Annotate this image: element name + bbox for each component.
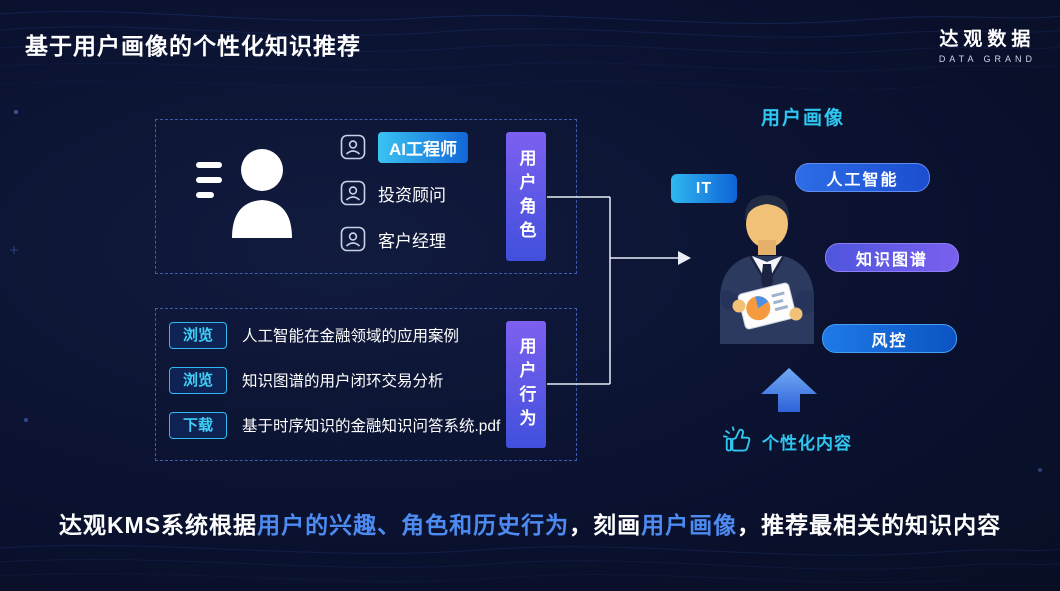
user-behavior-vertical-label: 用户行为 — [506, 321, 546, 448]
person-card-icon — [340, 226, 366, 252]
summary-part: ，推荐最相关的知识内容 — [737, 512, 1002, 538]
behavior-item: 浏览 知识图谱的用户闭环交易分析 — [169, 366, 444, 394]
role-label: 客户经理 — [378, 231, 446, 251]
tag-knowledge-graph: 知识图谱 — [825, 243, 959, 272]
user-behavior-panel: 浏览 人工智能在金融领域的应用案例 浏览 知识图谱的用户闭环交易分析 下载 基于… — [155, 308, 577, 461]
user-role-vertical-label: 用户角色 — [506, 132, 546, 261]
businessman-illustration — [720, 195, 814, 344]
tag-label: 知识图谱 — [855, 251, 928, 269]
tag-risk-control: 风控 — [822, 324, 957, 353]
person-card-icon — [340, 134, 366, 160]
browse-button-1: 浏览 — [169, 321, 227, 349]
summary-part-highlight: 用户的兴趣、角色和历史行为 — [257, 512, 570, 538]
user-roles-panel: AI工程师 投资顾问 客户经理 用户角色 — [155, 119, 577, 274]
download-button: 下载 — [169, 411, 227, 439]
brand-logo: 达观数据 DATA GRAND — [939, 24, 1036, 64]
behavior-title: 知识图谱的用户闭环交易分析 — [242, 373, 444, 390]
brand-logo-cn: 达观数据 — [939, 29, 1036, 50]
brand-logo-en: DATA GRAND — [938, 54, 1036, 64]
role-item: 客户经理 — [340, 224, 446, 254]
summary-part: 达观KMS系统根据 — [58, 512, 258, 538]
tag-label: 人工智能 — [826, 171, 899, 189]
person-card-icon — [340, 180, 366, 206]
role-item: 投资顾问 — [340, 178, 446, 208]
tag-it: IT — [671, 174, 737, 203]
role-label-highlighted: AI工程师 — [378, 131, 468, 163]
tag-artificial-intelligence: 人工智能 — [795, 163, 930, 192]
personalized-content-label: 个性化内容 — [762, 433, 852, 453]
tag-label: 风控 — [871, 332, 908, 350]
personalized-content: 个性化内容 — [723, 426, 852, 456]
user-group-icon — [196, 149, 292, 238]
tag-label: IT — [695, 179, 713, 197]
role-label: 投资顾问 — [378, 185, 446, 205]
behavior-title: 基于时序知识的金融知识问答系统.pdf — [242, 418, 501, 435]
thumbs-up-sparkle-icon — [723, 426, 751, 452]
summary-sentence: 达观KMS系统根据用户的兴趣、角色和历史行为，刻画用户画像，推荐最相关的知识内容 — [0, 506, 1060, 540]
role-item: AI工程师 — [340, 131, 468, 163]
behavior-item: 下载 基于时序知识的金融知识问答系统.pdf — [169, 411, 500, 439]
behavior-item: 浏览 人工智能在金融领域的应用案例 — [169, 321, 459, 349]
profile-title: 用户画像 — [761, 108, 846, 129]
up-arrow-icon — [761, 368, 817, 412]
browse-button-2: 浏览 — [169, 366, 227, 394]
summary-part: ，刻画 — [569, 512, 642, 538]
page-title: 基于用户画像的个性化知识推荐 — [25, 33, 361, 59]
summary-part-highlight: 用户画像 — [641, 512, 738, 538]
behavior-title: 人工智能在金融领域的应用案例 — [242, 328, 460, 345]
